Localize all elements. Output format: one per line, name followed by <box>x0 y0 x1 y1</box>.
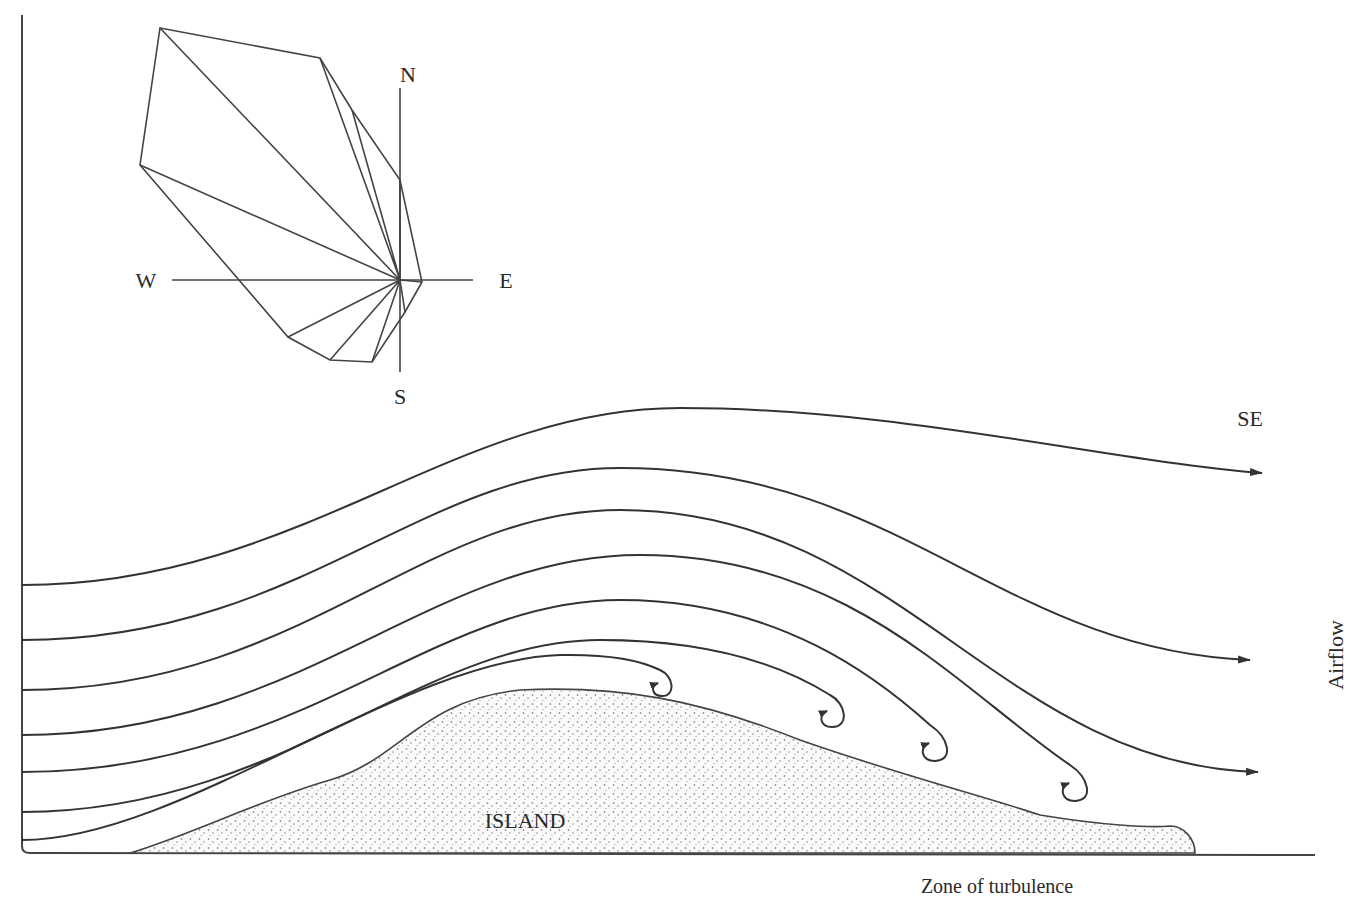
compass-label: W <box>136 270 157 292</box>
wind-rose <box>140 28 473 372</box>
wind-direction-label: SE <box>1237 408 1263 430</box>
axes <box>22 15 1315 855</box>
compass-label: E <box>499 270 512 292</box>
compass-label: N <box>400 64 416 86</box>
island-label: ISLAND <box>485 810 566 832</box>
airflow-streamlines <box>22 408 1262 840</box>
zone-label: Zone of turbulence <box>921 876 1073 896</box>
axis-label: Airflow <box>1325 620 1347 690</box>
island-shape <box>130 689 1195 853</box>
compass-label: S <box>394 386 406 408</box>
